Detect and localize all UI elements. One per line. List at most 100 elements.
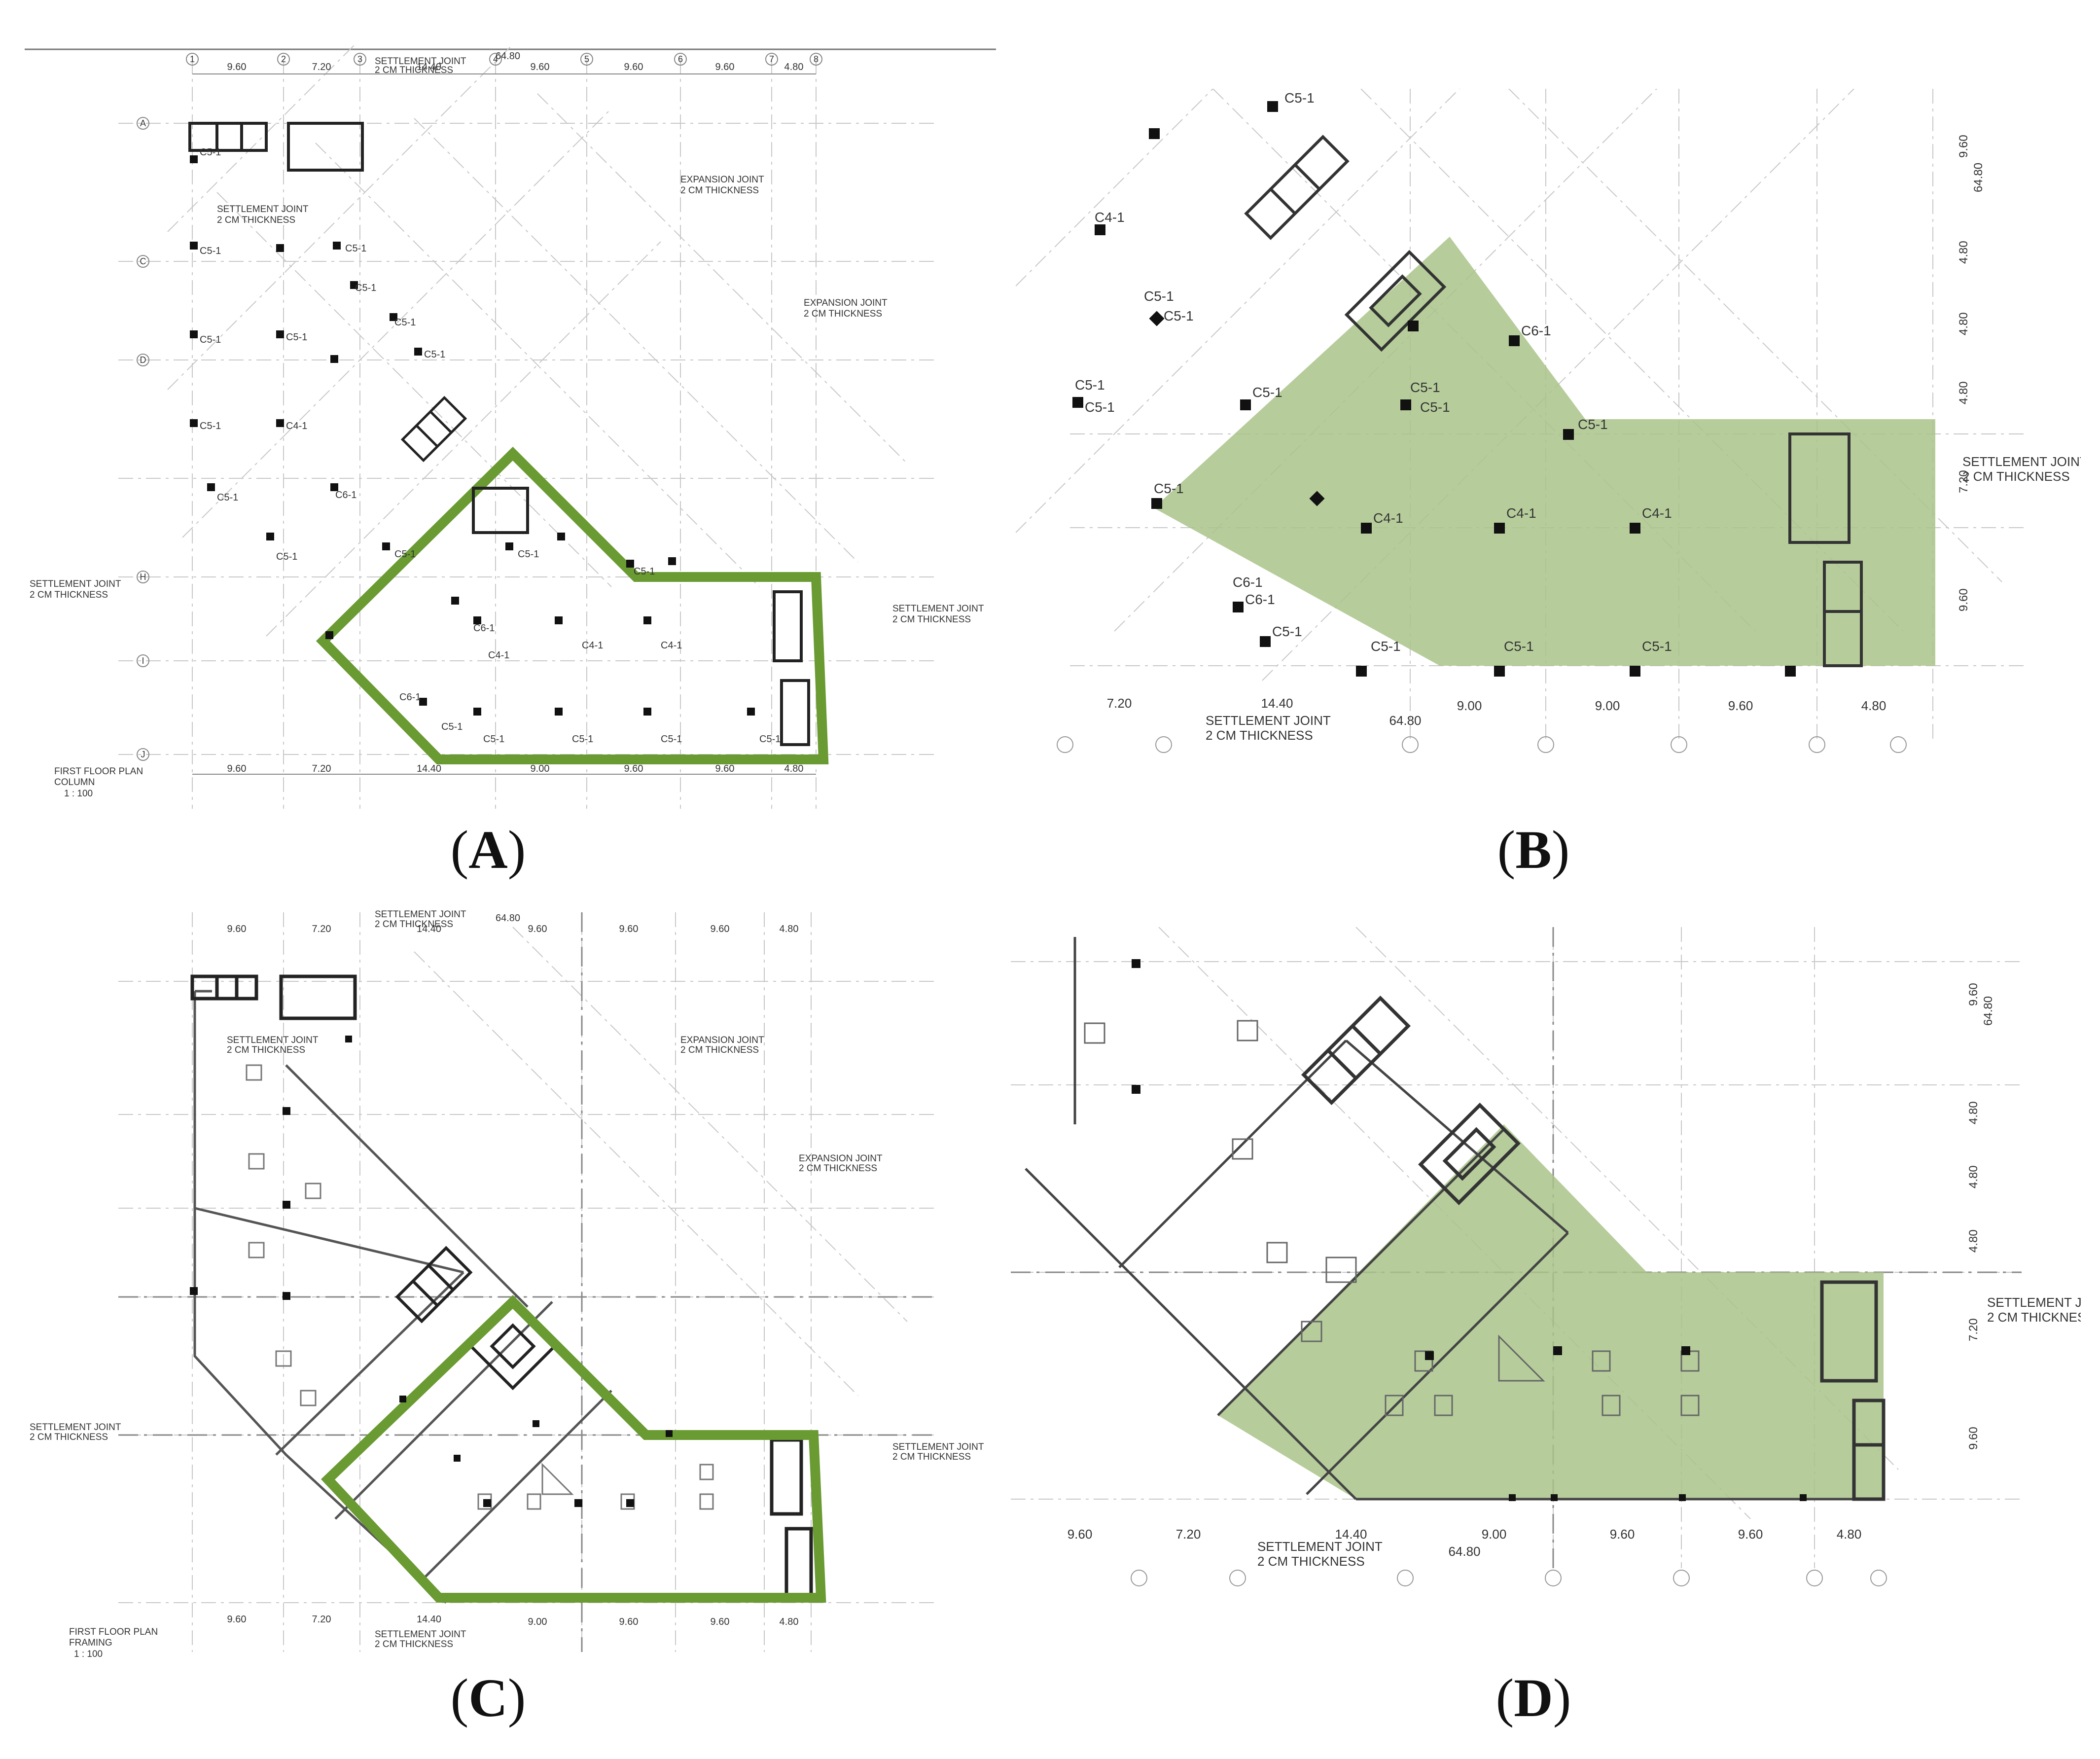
dimension: 9.60 [1610, 1527, 1635, 1542]
dimension: 4.80 [1861, 698, 1886, 713]
note-line: SETTLEMENT JOINT [1257, 1539, 1383, 1554]
dimension: 9.60 [619, 1616, 639, 1627]
dimension: 9.60 [227, 763, 247, 774]
column-label: C6-1 [473, 623, 495, 634]
columns [190, 155, 755, 716]
note-line: 2 CM THICKNESS [804, 309, 882, 319]
panel-a-drawing: C5-1 C5-1 C5-1 C5-1 C5-1 C5-1 C5-1 C4-1 … [25, 44, 996, 809]
note-line: EXPANSION JOINT [804, 298, 888, 308]
note-line: 2 CM THICKNESS [892, 1452, 971, 1462]
rotated-core [1344, 250, 1447, 352]
column-label: C5-1 [1578, 417, 1608, 432]
column-labels: C5-1 C5-1 C5-1 C5-1 C5-1 C5-1 C5-1 C4-1 … [200, 147, 781, 745]
core-walls [1788, 432, 1863, 667]
panel-c-drawing: 9.60 7.20 14.40 9.60 9.60 9.60 4.80 64.8… [30, 909, 984, 1659]
grid-letter: I [142, 656, 144, 666]
dimension: 9.00 [1595, 698, 1620, 713]
column-label: C5-1 [1252, 385, 1282, 400]
dimension: 14.40 [417, 62, 441, 72]
grid-bubbles [1131, 1570, 1887, 1586]
dimension: 4.80 [1967, 1165, 1980, 1188]
column-label: C5-1 [661, 734, 682, 745]
column-label: C6-1 [399, 692, 421, 703]
dimension: 64.80 [1982, 996, 1995, 1026]
column-label: C5-1 [424, 349, 445, 360]
highlight-area [1154, 237, 1935, 666]
dimension: 4.80 [1837, 1527, 1862, 1542]
title-line: FIRST FLOOR PLAN [69, 1627, 158, 1637]
column-label: C5-1 [1164, 308, 1194, 323]
panel-a-column-plan: C5-1 C5-1 C5-1 C5-1 C5-1 C5-1 C5-1 C4-1 … [20, 44, 1001, 824]
note-line: SETTLEMENT JOINT [375, 1629, 466, 1640]
note-line: 2 CM THICKNESS [375, 65, 453, 75]
dimension: 9.60 [528, 924, 547, 934]
bottom-dimensions: 9.60 7.20 14.40 9.00 9.60 9.60 4.80 [227, 763, 804, 774]
column-label: C5-1 [200, 147, 221, 158]
column-label: C5-1 [394, 549, 416, 560]
joint-notes: SETTLEMENT JOINT 2 CM THICKNESS SETTLEME… [1257, 1295, 2081, 1569]
grid-letter: D [140, 355, 146, 365]
rotated-core [395, 1246, 473, 1324]
openings [1084, 1020, 1700, 1416]
bottom-dimensions: 7.20 14.40 9.00 9.00 9.60 4.80 64.80 [1107, 696, 1886, 728]
caption-c: (C) [450, 1668, 526, 1728]
column-label: C5-1 [759, 734, 781, 745]
note-line: 2 CM THICKNESS [30, 590, 108, 600]
dimension: 9.60 [624, 763, 643, 774]
title-line: COLUMN [54, 777, 95, 788]
grid-number: 4 [493, 54, 498, 64]
column-label: C4-1 [661, 640, 682, 651]
dimension: 9.00 [531, 763, 550, 774]
grid-number: 3 [357, 54, 362, 64]
dimension: 9.00 [528, 1616, 547, 1627]
dimension: 4.80 [1957, 381, 1970, 404]
note-line: 2 CM THICKNESS [892, 614, 971, 625]
dimension: 4.80 [1957, 312, 1970, 335]
note-line: EXPANSION JOINT [680, 175, 764, 185]
note-line: 2 CM THICKNESS [1206, 728, 1313, 743]
grid-number: 8 [814, 54, 819, 64]
bottom-dimensions: 9.60 7.20 14.40 9.00 9.60 9.60 4.80 [227, 1614, 799, 1627]
grid-letter: J [141, 750, 145, 759]
dimension: 9.60 [227, 924, 247, 934]
note-line: EXPANSION JOINT [680, 1035, 764, 1045]
note-line: 2 CM THICKNESS [680, 1045, 759, 1055]
plan-title: FIRST FLOOR PLAN COLUMN 1 : 100 [54, 766, 143, 799]
panel-b-drawing: C5-1 C4-1 C5-1 C5-1 C6-1 C5-1 C5-1 C5-1 … [1016, 89, 2081, 753]
column-label: C5-1 [276, 551, 297, 562]
top-dimensions: 9.60 7.20 14.40 9.60 9.60 9.60 4.80 64.8… [227, 51, 804, 72]
dimension: 14.40 [1261, 696, 1293, 711]
grid-number: 5 [584, 54, 589, 64]
dimension: 64.80 [1972, 163, 1985, 192]
total-dimension: 64.80 [1389, 713, 1421, 728]
column-label: C4-1 [1642, 505, 1672, 521]
column-label: C5-1 [1144, 288, 1174, 304]
column-label: C5-1 [572, 734, 593, 745]
dimension: 7.20 [312, 924, 331, 934]
note-line: 2 CM THICKNESS [30, 1432, 108, 1442]
column-label: C5-1 [634, 566, 655, 577]
note-line: 2 CM THICKNESS [217, 215, 295, 225]
columns [1132, 959, 1807, 1501]
column-label: C6-1 [1233, 574, 1263, 590]
column-label: C5-1 [1420, 399, 1450, 415]
dimension: 7.20 [312, 62, 331, 72]
grid-number: 7 [769, 54, 774, 64]
dimension: 9.60 [619, 924, 639, 934]
rotated-core [1418, 1103, 1521, 1205]
column-label: C5-1 [1642, 639, 1672, 654]
columns [1072, 101, 1796, 677]
rotated-core-upper [1244, 135, 1350, 240]
column-label: C5-1 [1272, 624, 1302, 639]
dimension: 7.20 [1176, 1527, 1201, 1542]
column-label: C5-1 [483, 734, 504, 745]
note-line: SETTLEMENT JOINT [375, 909, 466, 920]
column-label: C6-1 [335, 490, 356, 501]
column-label: C4-1 [286, 421, 307, 431]
column-label: C5-1 [1154, 481, 1184, 496]
plan-title: FIRST FLOOR PLAN FRAMING 1 : 100 [69, 1627, 158, 1659]
core-walls [190, 974, 813, 1600]
highlight-outline [316, 446, 829, 764]
caption-b: (B) [1497, 820, 1570, 880]
column-label: C4-1 [582, 640, 603, 651]
